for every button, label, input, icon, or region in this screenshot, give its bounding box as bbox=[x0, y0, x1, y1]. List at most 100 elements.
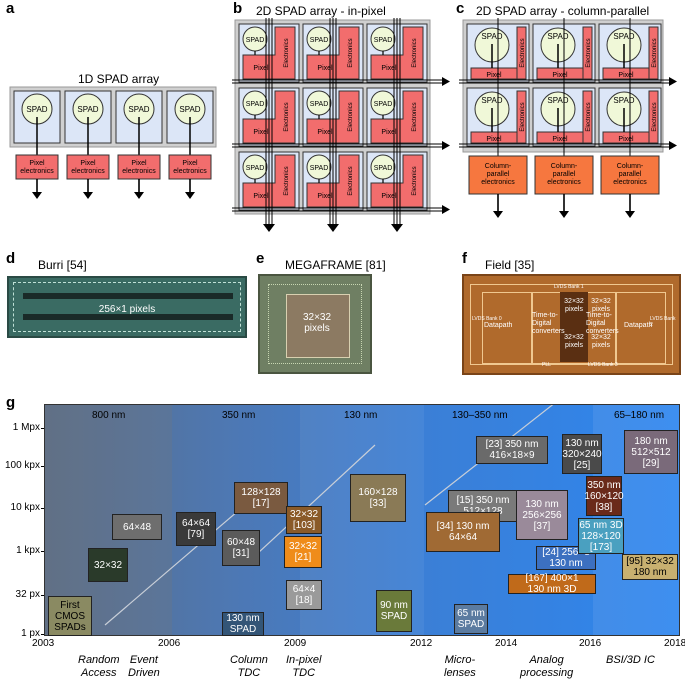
field-label-6: Time-to-Digital converters bbox=[586, 312, 619, 335]
c-column-electronics-2 bbox=[600, 155, 660, 195]
y-tick-1: 100 kpx bbox=[4, 460, 40, 471]
y-tick-4: 32 px bbox=[15, 589, 40, 600]
b-elec-label-0-1: Electronics bbox=[348, 38, 354, 67]
x-tick-6: 2018 bbox=[664, 638, 685, 649]
b-pixel-label-1-1: Pixel bbox=[317, 129, 333, 136]
a-spad-label-1: SPAD bbox=[77, 105, 98, 114]
b-elec-label-0-0: Electronics bbox=[284, 38, 290, 67]
c-spad-label-1-0: SPAD bbox=[481, 96, 502, 105]
panel-c-diagram: SPADPixelElectronicsSPADPixelElectronics… bbox=[459, 18, 677, 218]
panel-letter-b: b bbox=[233, 0, 243, 17]
b-row-arrow-1 bbox=[442, 141, 450, 150]
x-tick-3: 2012 bbox=[410, 638, 433, 649]
c-spad-label-1-1: SPAD bbox=[547, 96, 568, 105]
b-col-arrow-0 bbox=[263, 224, 275, 232]
timeline-chip-21: 65 nm 3D 128×120 [173] bbox=[578, 518, 624, 554]
y-tick-0: 1 Mpx bbox=[12, 422, 40, 433]
c-out-arrow-2-head bbox=[625, 211, 635, 218]
tech-node-0: 800 nm bbox=[92, 410, 126, 421]
x-tick-5: 2016 bbox=[579, 638, 602, 649]
a-out-arrow-1-head bbox=[83, 192, 93, 199]
era-label-4: Micro- lenses bbox=[444, 654, 476, 679]
y-tick-mark-5 bbox=[41, 634, 44, 635]
panel-letter-e: e bbox=[256, 250, 265, 267]
b-row-arrow-0 bbox=[442, 77, 450, 86]
a-spad-label-3: SPAD bbox=[179, 105, 200, 114]
c-pixel-box-1-2 bbox=[602, 131, 650, 144]
a-spad-label-0: SPAD bbox=[26, 105, 47, 114]
y-tick-5: 1 px bbox=[21, 628, 40, 639]
c-pixel-label-1-1: Pixel bbox=[552, 136, 568, 143]
a-spad-label-2: SPAD bbox=[128, 105, 149, 114]
timeline-chip-15: 65 nm SPAD bbox=[454, 604, 488, 634]
timeline-chip-1: 32×32 bbox=[88, 548, 128, 582]
era-label-3: In-pixel TDC bbox=[286, 654, 322, 679]
b-elec-label-1-0: Electronics bbox=[284, 102, 290, 131]
b-spad-label-2-0: SPAD bbox=[246, 165, 265, 172]
timeline-chip-7: 32×32 [103] bbox=[286, 506, 322, 534]
title-in-pixel: 2D SPAD array - in-pixel bbox=[256, 4, 386, 18]
c-pixel-label-0-2: Pixel bbox=[618, 72, 634, 79]
y-tick-mark-4 bbox=[41, 595, 44, 596]
title-1d-array: 1D SPAD array bbox=[78, 72, 160, 86]
field-small-4: LVDS Bank 2 bbox=[650, 316, 676, 328]
timeline-chip-23: [95] 32×32 180 nm bbox=[622, 554, 678, 580]
c-elec-label-1-0: Electronics bbox=[520, 102, 526, 131]
b-electronics-0-1 bbox=[306, 26, 360, 80]
era-label-1: Event Driven bbox=[128, 654, 160, 679]
a-out-arrow-0-head bbox=[32, 192, 42, 199]
c-row-arrow-0 bbox=[669, 77, 677, 86]
timeline-chip-2: 64×48 bbox=[112, 514, 162, 540]
b-pixel-label-2-1: Pixel bbox=[317, 193, 333, 200]
tech-node-1: 350 nm bbox=[222, 410, 256, 421]
field-small-2: PLL bbox=[542, 362, 551, 368]
field-label-2: 32×32 pixels bbox=[564, 298, 584, 313]
panel-letter-g: g bbox=[6, 394, 16, 411]
b-electronics-0-0 bbox=[242, 26, 296, 80]
era-label-2: Column TDC bbox=[230, 654, 268, 679]
timeline-chip-10: 160×128 [33] bbox=[350, 474, 406, 522]
burri-label: 256×1 pixels bbox=[98, 304, 156, 315]
c-out-arrow-1-head bbox=[559, 211, 569, 218]
timeline-chip-9: 64×4 [18] bbox=[286, 580, 322, 610]
timeline-chip-0: First CMOS SPADs bbox=[48, 596, 92, 636]
a-out-arrow-3-head bbox=[185, 192, 195, 199]
c-spad-label-0-0: SPAD bbox=[481, 32, 502, 41]
b-electronics-1-0 bbox=[242, 90, 296, 144]
timeline-chip-17: [24] 256×8 130 nm bbox=[536, 546, 596, 570]
timeline-chip-11: 90 nm SPAD bbox=[376, 590, 412, 632]
timeline-chip-3: 64×64 [79] bbox=[176, 512, 216, 546]
y-tick-mark-0 bbox=[41, 428, 44, 429]
b-elec-label-1-2: Electronics bbox=[412, 102, 418, 131]
b-electronics-2-0 bbox=[242, 154, 296, 208]
timeline-chip-14: [34] 130 nm 64×64 bbox=[426, 512, 500, 552]
timeline-chip-20: 350 nm 160×120 [38] bbox=[584, 476, 624, 516]
b-pixel-label-1-2: Pixel bbox=[381, 129, 397, 136]
c-pixel-label-0-1: Pixel bbox=[552, 72, 568, 79]
b-pixel-label-0-1: Pixel bbox=[317, 65, 333, 72]
c-electronics-1-2 bbox=[648, 90, 659, 144]
y-tick-mark-2 bbox=[41, 508, 44, 509]
b-pixel-label-2-0: Pixel bbox=[253, 193, 269, 200]
panel-letter-d: d bbox=[6, 250, 16, 267]
c-elec-label-0-2: Electronics bbox=[652, 38, 658, 67]
title-megaframe: MEGAFRAME [81] bbox=[285, 258, 386, 272]
c-elec-label-1-2: Electronics bbox=[652, 102, 658, 131]
field-label-4: 32×32 pixels bbox=[564, 334, 584, 349]
c-out-arrow-0-head bbox=[493, 211, 503, 218]
era-label-6: BSI/3D IC bbox=[606, 654, 655, 666]
c-pixel-box-1-0 bbox=[470, 131, 518, 144]
b-spad-label-1-1: SPAD bbox=[310, 101, 329, 108]
panel-letter-a: a bbox=[6, 0, 15, 17]
timeline-chip-16: 130 nm 256×256 [37] bbox=[516, 490, 568, 540]
title-column-parallel: 2D SPAD array - column-parallel bbox=[476, 4, 650, 18]
a-out-arrow-2-head bbox=[134, 192, 144, 199]
b-spad-label-2-1: SPAD bbox=[310, 165, 329, 172]
y-tick-3: 1 kpx bbox=[16, 545, 40, 556]
tech-node-4: 65–180 nm bbox=[614, 410, 665, 421]
x-tick-0: 2003 bbox=[32, 638, 55, 649]
